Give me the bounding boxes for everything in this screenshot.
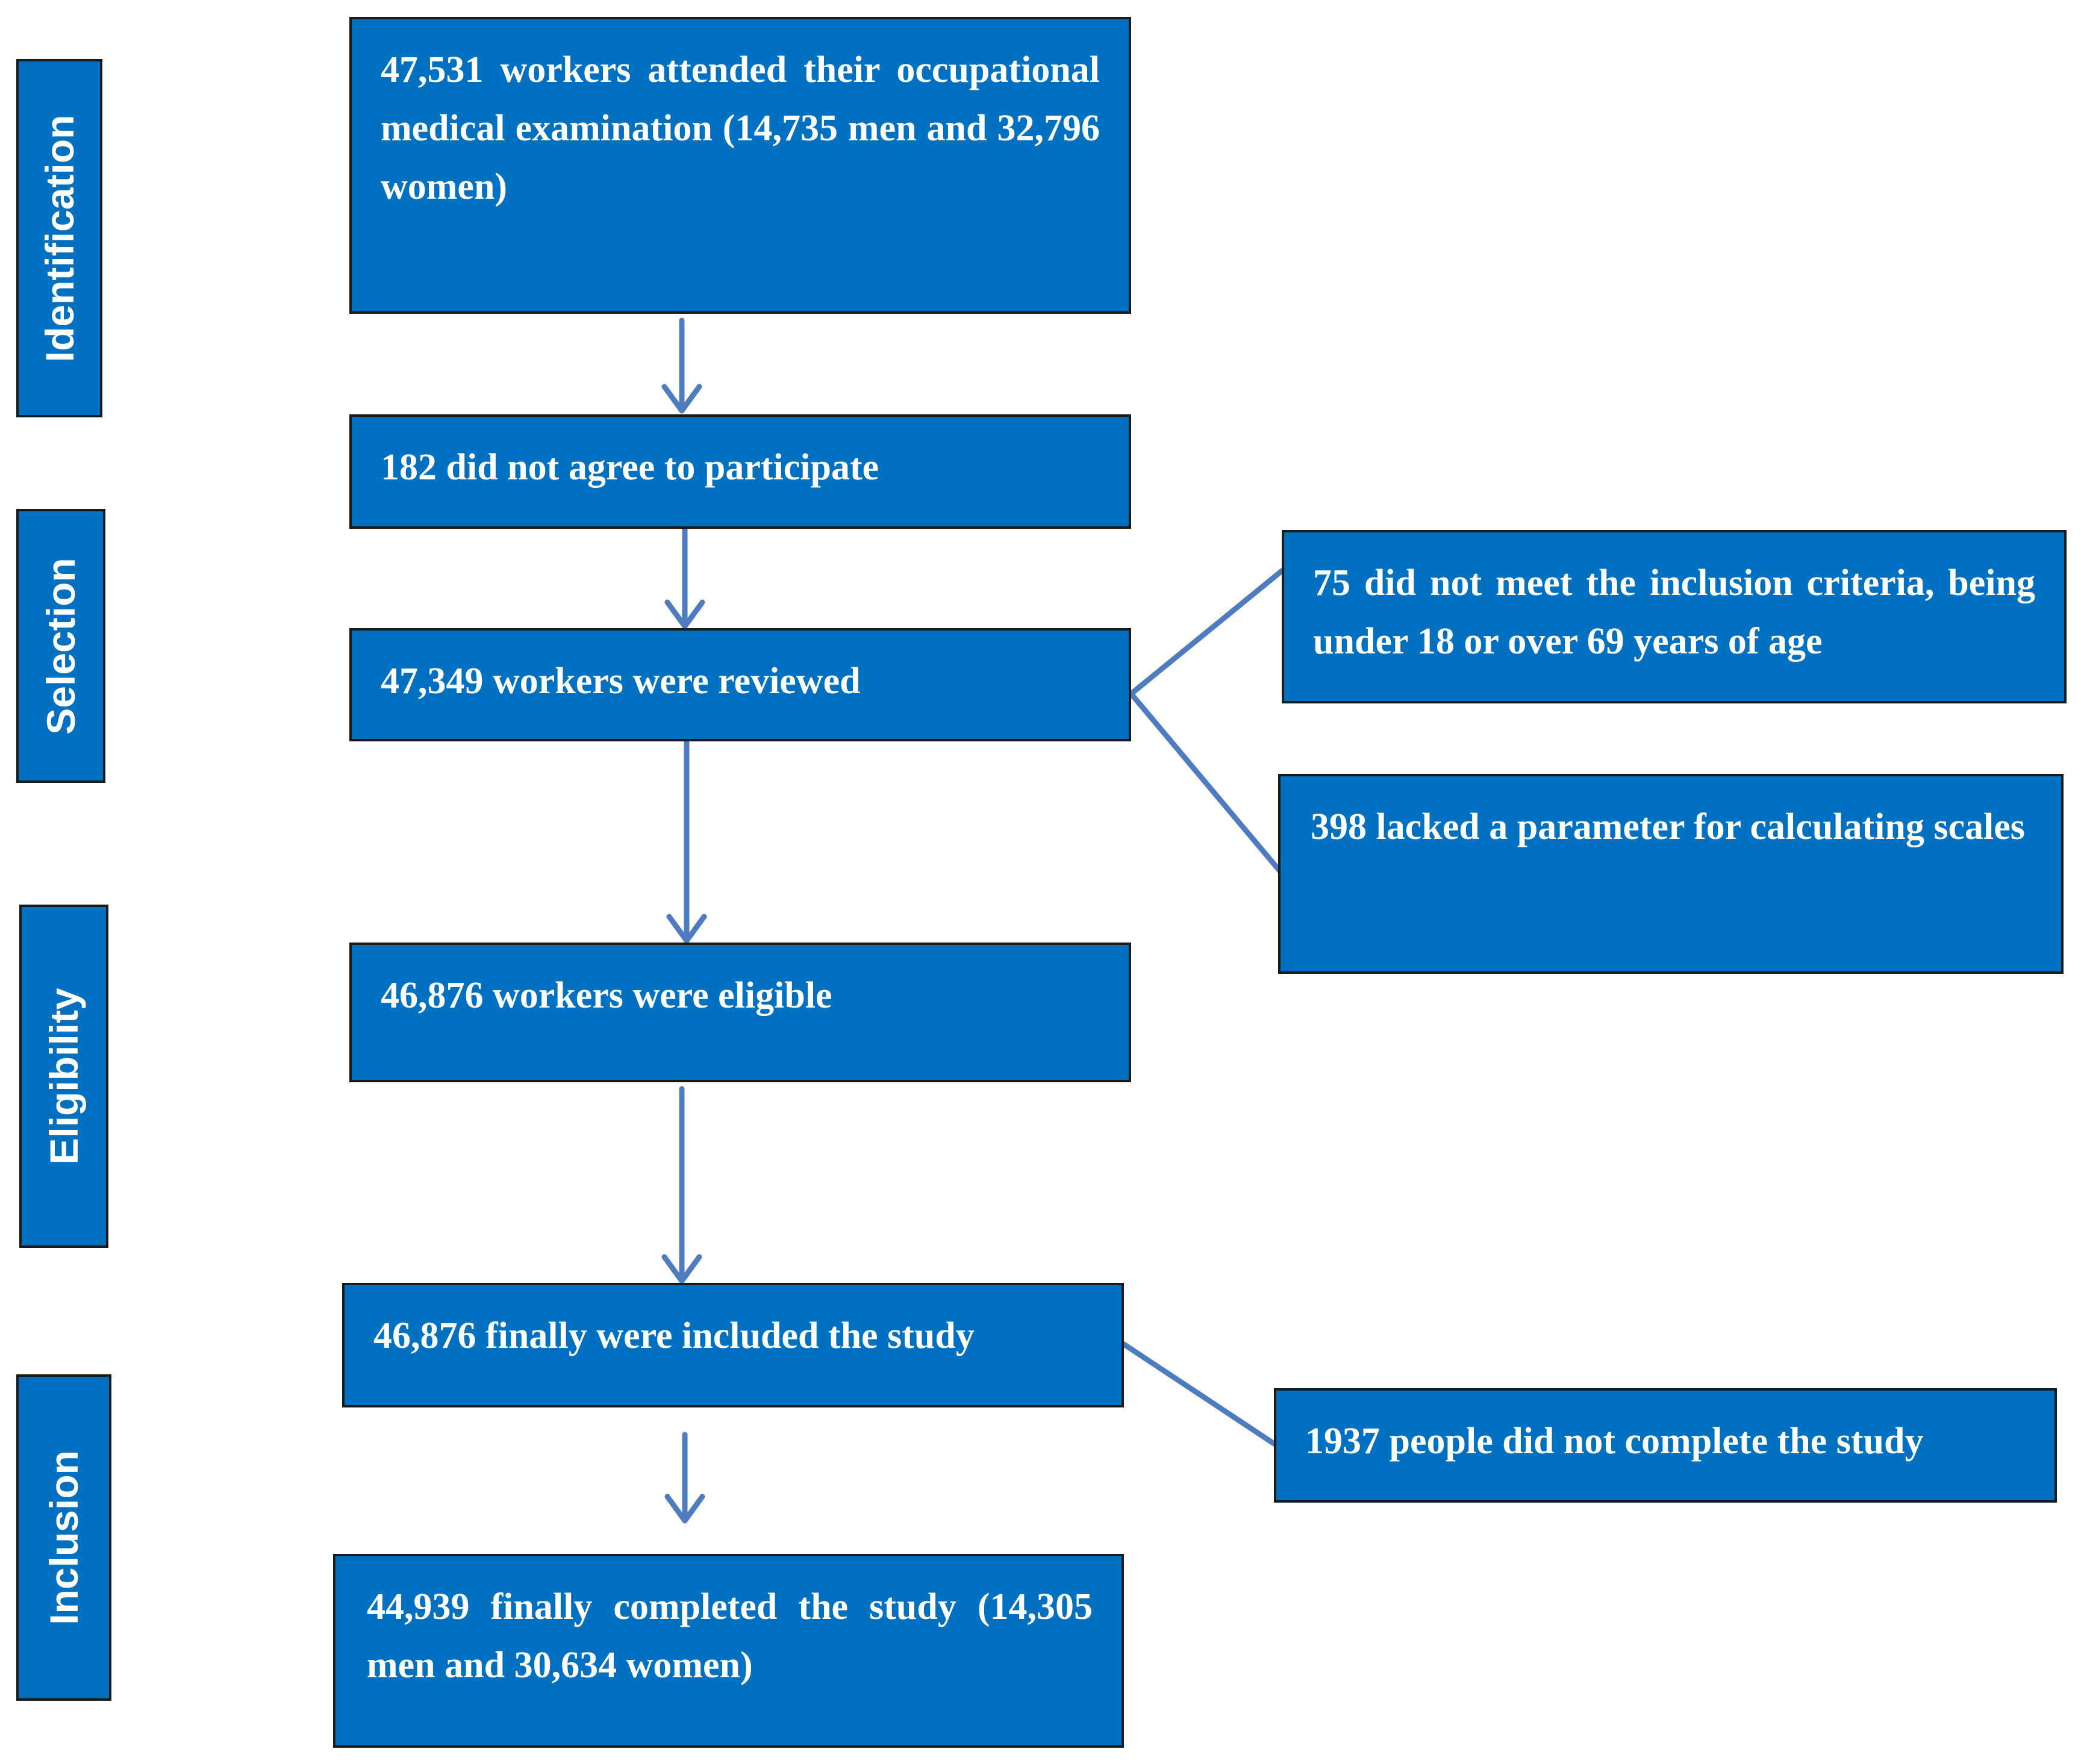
arrow-attended-to-declined — [661, 317, 702, 414]
box-excluded-parameter: 398 lacked a parameter for calculating s… — [1278, 774, 2064, 974]
stage-identification: Identification — [16, 59, 102, 417]
line-reviewed-to-excluded-parameter — [1128, 691, 1285, 876]
stage-eligibility-label: Eligibility — [42, 988, 86, 1165]
stage-selection-label: Selection — [39, 557, 83, 735]
box-not-completed: 1937 people did not complete the study — [1274, 1388, 2057, 1503]
stage-eligibility: Eligibility — [19, 905, 108, 1248]
stage-identification-label: Identification — [37, 114, 82, 362]
stage-selection: Selection — [16, 509, 105, 783]
arrow-declined-to-reviewed — [664, 512, 705, 629]
box-attended-text: 47,531 workers attended their occupation… — [381, 49, 1100, 207]
box-eligible: 46,876 workers were eligible — [349, 943, 1131, 1082]
box-declined: 182 did not agree to participate — [349, 414, 1131, 529]
arrow-eligible-to-included — [661, 1086, 702, 1284]
box-completed: 44,939 finally completed the study (14,3… — [333, 1554, 1124, 1748]
box-eligible-text: 46,876 workers were eligible — [381, 975, 832, 1016]
box-reviewed: 47,349 workers were reviewed — [349, 628, 1131, 741]
box-attended: 47,531 workers attended their occupation… — [349, 17, 1131, 314]
stage-inclusion-label: Inclusion — [42, 1450, 86, 1625]
box-not-completed-text: 1937 people did not complete the study — [1305, 1421, 1924, 1462]
stage-inclusion: Inclusion — [16, 1374, 111, 1701]
box-excluded-age-text: 75 did not meet the inclusion criteria, … — [1313, 563, 2035, 662]
box-completed-text: 44,939 finally completed the study (14,3… — [367, 1586, 1093, 1686]
box-excluded-age: 75 did not meet the inclusion criteria, … — [1282, 530, 2067, 703]
box-excluded-parameter-text: 398 lacked a parameter for calculating s… — [1311, 806, 2025, 847]
arrow-included-to-completed — [664, 1432, 705, 1524]
box-included-text: 46,876 finally were included the study — [373, 1315, 975, 1356]
line-reviewed-to-excluded-age — [1128, 568, 1285, 697]
box-declined-text: 182 did not agree to participate — [381, 447, 879, 488]
box-reviewed-text: 47,349 workers were reviewed — [381, 661, 861, 702]
arrow-reviewed-to-eligible — [666, 739, 707, 944]
box-included: 46,876 finally were included the study — [342, 1283, 1124, 1407]
line-included-to-not-completed — [1121, 1341, 1277, 1447]
